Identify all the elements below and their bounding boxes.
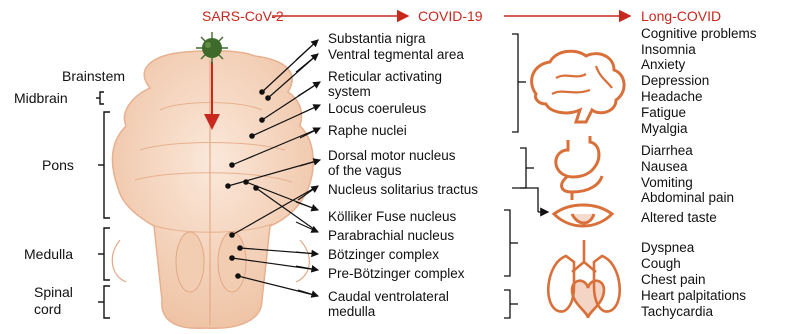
nucleus-label: of the vagus — [328, 164, 402, 178]
stage-label-sars-cov-2: SARS-CoV-2 — [202, 9, 284, 23]
symptom-label: Insomnia — [641, 43, 696, 57]
brain-group-bracket — [512, 34, 518, 132]
pons-bracket — [104, 112, 110, 218]
nucleus-label: Locus coeruleus — [328, 102, 426, 116]
symptom-label: Abdominal pain — [641, 191, 734, 205]
symptom-label: Chest pain — [641, 273, 706, 287]
region-label-brainstem: Brainstem — [62, 69, 125, 83]
symptom-label: Depression — [641, 74, 709, 88]
nucleus-label: Dorsal motor nucleus — [328, 149, 456, 163]
nucleus-label: Substantia nigra — [328, 32, 426, 46]
symptom-label: Heart palpitations — [641, 289, 746, 303]
stage-label-covid-19: COVID-19 — [418, 9, 483, 23]
brain-icon — [532, 51, 624, 122]
nucleus-label: Nucleus solitarius tractus — [328, 183, 478, 197]
stomach-icon — [556, 136, 602, 200]
stage-label-long-covid: Long-COVID — [641, 9, 721, 23]
nucleus-label: Raphe nuclei — [328, 124, 407, 138]
respiratory-group-bracket — [504, 210, 510, 276]
symptom-label: Fatigue — [641, 106, 686, 120]
symptom-label: Diarrhea — [641, 144, 693, 158]
nucleus-label: Bötzinger complex — [328, 248, 439, 262]
spinal-cord-bracket — [104, 286, 110, 318]
symptom-label: Cognitive problems — [641, 27, 757, 41]
symptom-label: Vomiting — [641, 176, 693, 190]
cvlm-bracket — [504, 290, 510, 318]
nucleus-label: Pre-Bötzinger complex — [328, 267, 465, 281]
symptom-label: Nausea — [641, 160, 688, 174]
region-label-midbrain: Midbrain — [14, 91, 68, 105]
region-label-pons: Pons — [42, 158, 74, 172]
midbrain-bracket — [100, 92, 104, 104]
mouth-icon — [554, 205, 612, 226]
nucleus-label: Kölliker Fuse nucleus — [328, 210, 456, 224]
region-label-cord: cord — [34, 302, 61, 316]
gut-group-bracket — [520, 148, 526, 188]
nucleus-label: Parabrachial nucleus — [328, 229, 454, 243]
symptom-label: Anxiety — [641, 58, 685, 72]
region-label-spinal: Spinal — [34, 285, 73, 299]
nucleus-label: medulla — [328, 305, 375, 319]
region-brackets — [96, 92, 110, 318]
symptom-label: Cough — [641, 257, 681, 271]
nucleus-label: system — [328, 85, 371, 99]
lungs-heart-icon — [548, 240, 619, 318]
symptom-label: Altered taste — [641, 211, 717, 225]
taste-connector — [512, 188, 538, 212]
medulla-bracket — [104, 228, 110, 280]
nucleus-label: Caudal ventrolateral — [328, 290, 449, 304]
nucleus-label: Ventral tegmental area — [328, 48, 464, 62]
nuclei-brackets — [504, 34, 548, 318]
region-label-medulla: Medulla — [24, 247, 73, 261]
symptom-label: Tachycardia — [641, 305, 713, 319]
symptom-label: Headache — [641, 90, 703, 104]
symptom-label: Dyspnea — [641, 241, 694, 255]
nucleus-label: Reticular activating — [328, 70, 442, 84]
symptom-label: Myalgia — [641, 122, 688, 136]
